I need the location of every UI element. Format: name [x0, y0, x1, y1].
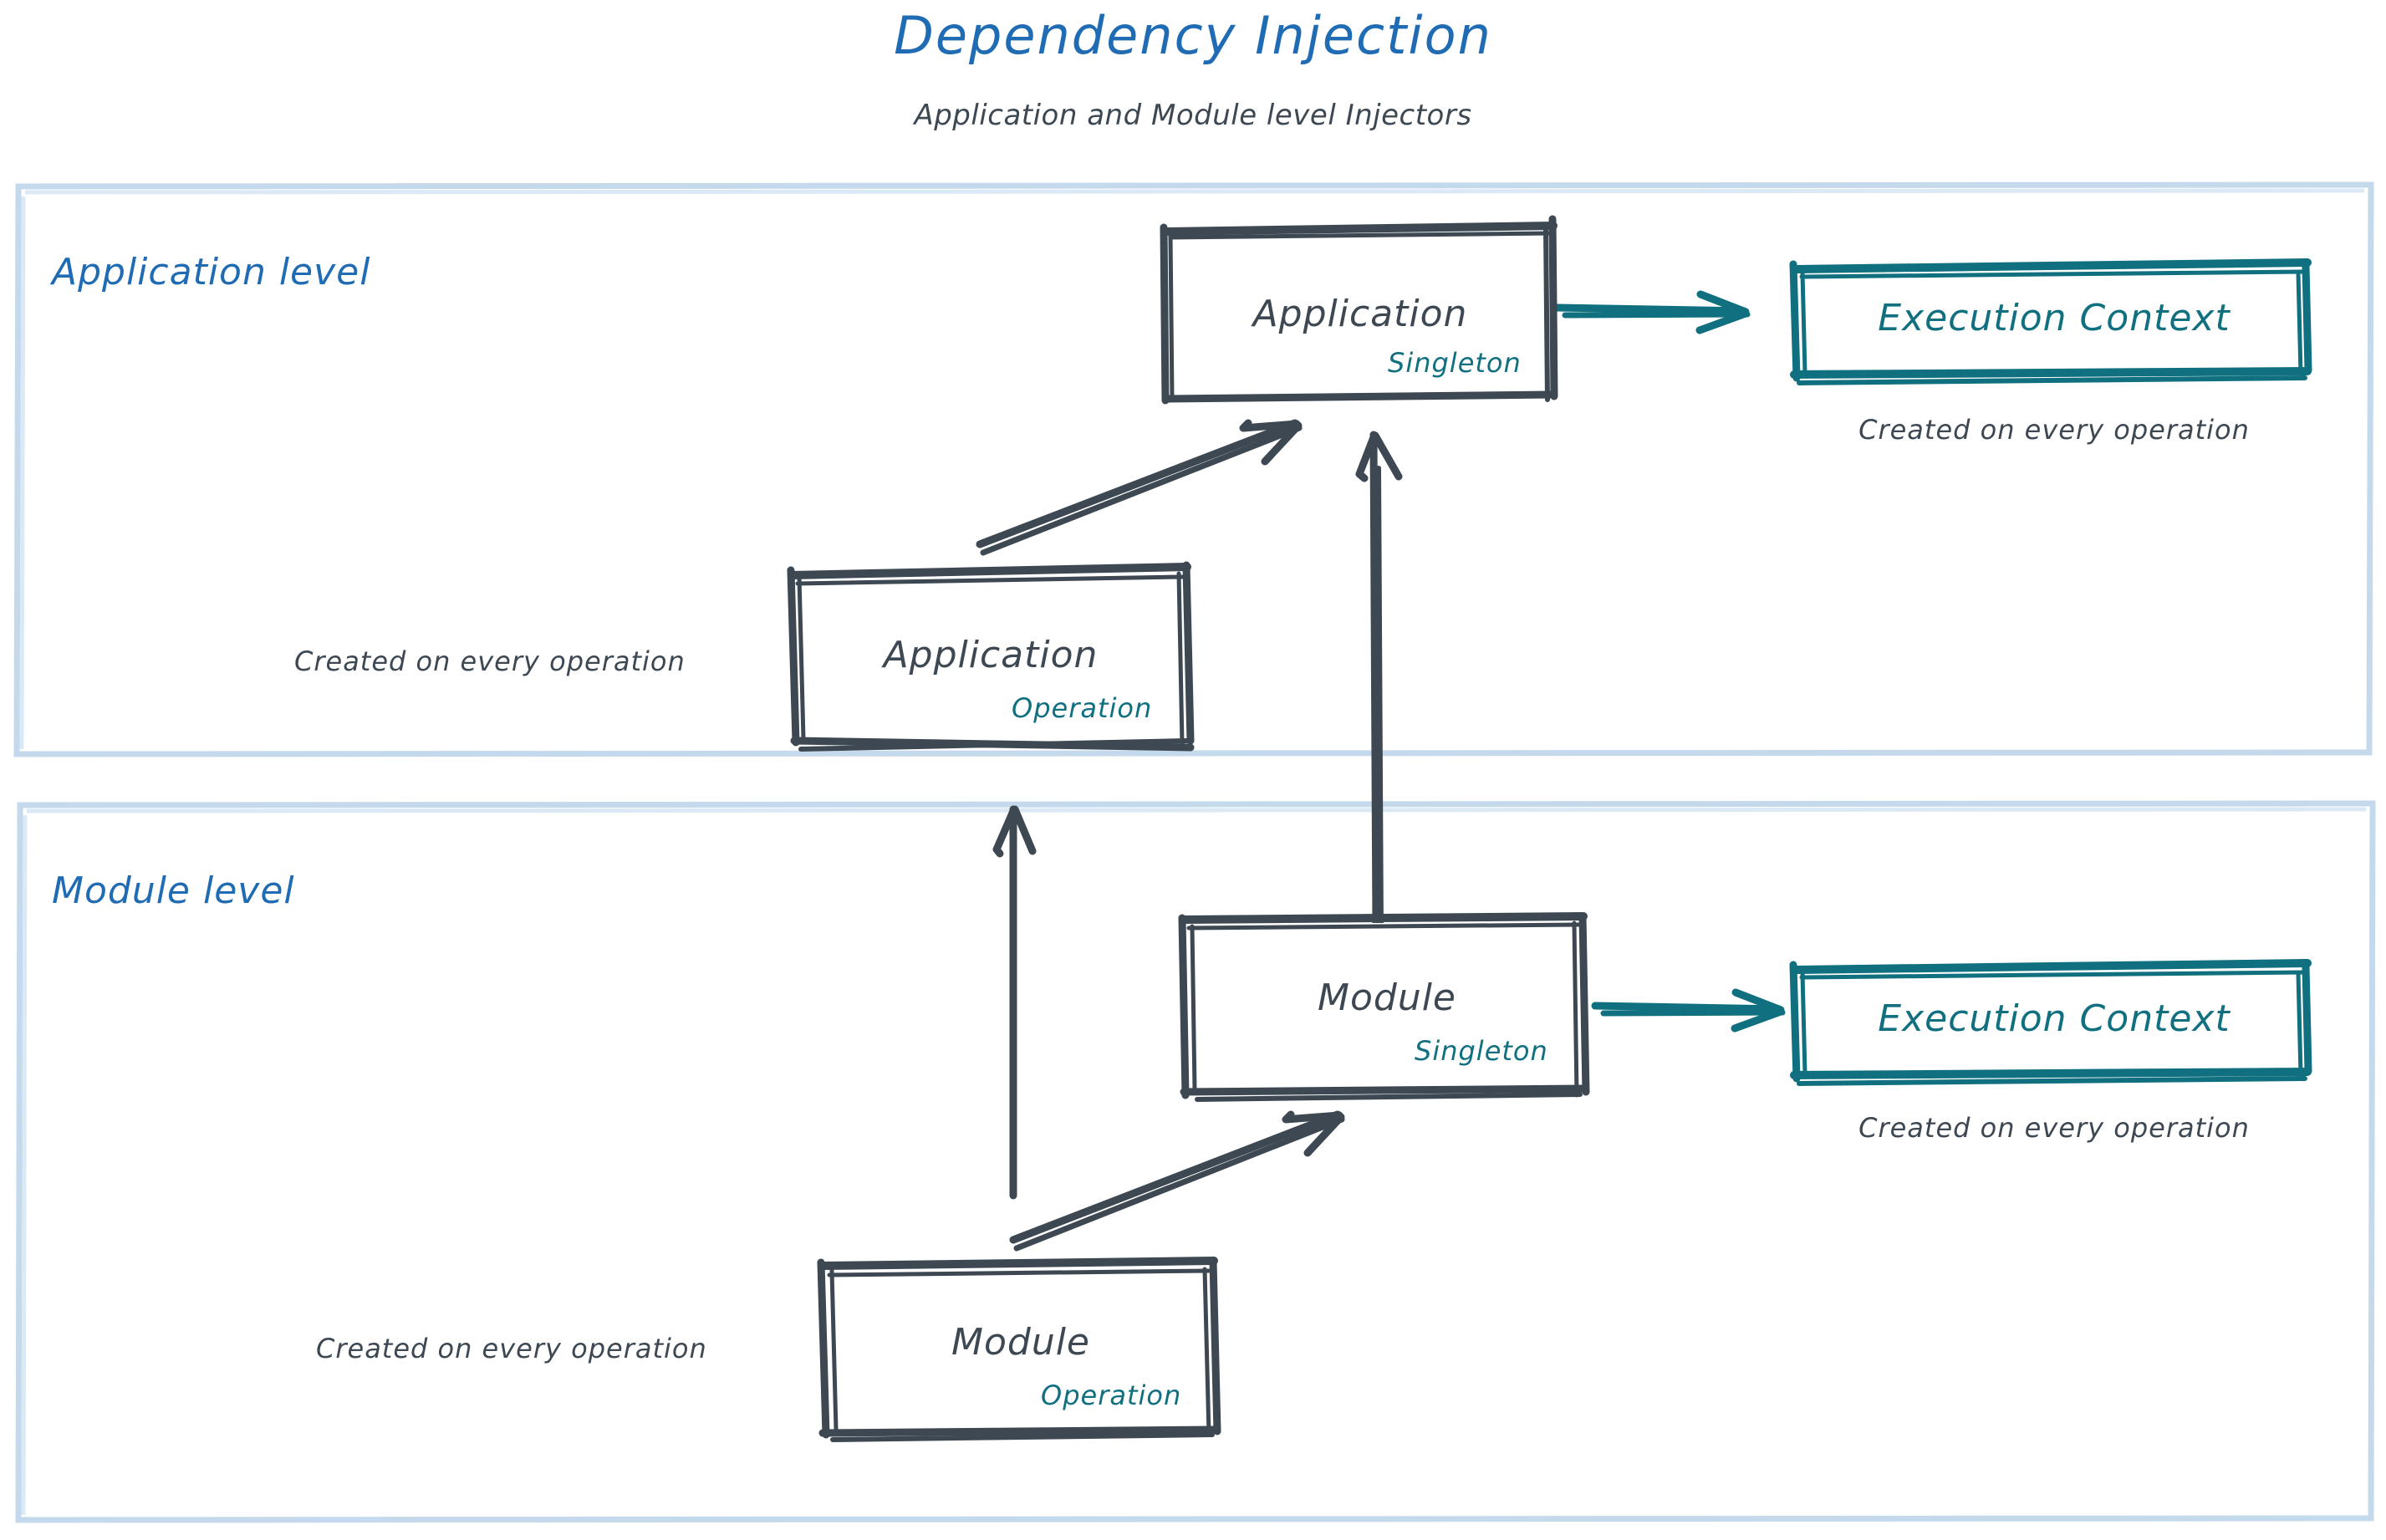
page-subtitle: Application and Module level Injectors: [914, 99, 1472, 132]
arrow-module-singleton-to-application-singleton: [1355, 431, 1403, 936]
node-scope-module-singleton: Singleton: [1415, 1035, 1548, 1067]
box-application-operation[interactable]: [787, 561, 1195, 752]
node-scope-application-singleton: Singleton: [1388, 347, 1522, 379]
node-title-execution-context-application: Execution Context: [1878, 297, 2231, 339]
node-title-module-operation: Module: [951, 1321, 1090, 1364]
node-title-application-operation: Application: [883, 634, 1099, 676]
arrow-application-to-execution-context: [1552, 290, 1751, 334]
node-scope-application-operation: Operation: [1012, 692, 1153, 724]
box-module-singleton[interactable]: [1178, 912, 1590, 1102]
node-scope-module-operation: Operation: [1041, 1379, 1182, 1411]
box-execution-context-application[interactable]: [1789, 258, 2312, 385]
panel-label-application-level: Application level: [52, 251, 371, 293]
panel-label-module-level: Module level: [52, 869, 295, 912]
caption-execution-context-module: Created on every operation: [1858, 1112, 2250, 1144]
arrow-module-operation-to-module-singleton: [1009, 1110, 1345, 1252]
box-application-singleton[interactable]: [1160, 215, 1558, 405]
caption-module-operation: Created on every operation: [316, 1333, 707, 1364]
arrow-application-operation-to-application-singleton: [976, 419, 1303, 556]
panel-module-level: [15, 800, 2376, 1523]
box-module-operation[interactable]: [817, 1257, 1221, 1442]
page-title: Dependency Injection: [894, 5, 1492, 66]
arrow-module-operation-to-application-operation: [992, 805, 1037, 1200]
node-title-module-singleton: Module: [1318, 977, 1456, 1019]
box-execution-context-module[interactable]: [1789, 959, 2312, 1086]
caption-application-operation: Created on every operation: [294, 645, 686, 677]
caption-execution-context-application: Created on every operation: [1858, 414, 2250, 446]
node-title-execution-context-module: Execution Context: [1878, 997, 2231, 1040]
node-title-application-singleton: Application: [1252, 293, 1468, 335]
panel-application-level: [13, 181, 2374, 757]
arrow-module-to-execution-context: [1591, 988, 1786, 1033]
